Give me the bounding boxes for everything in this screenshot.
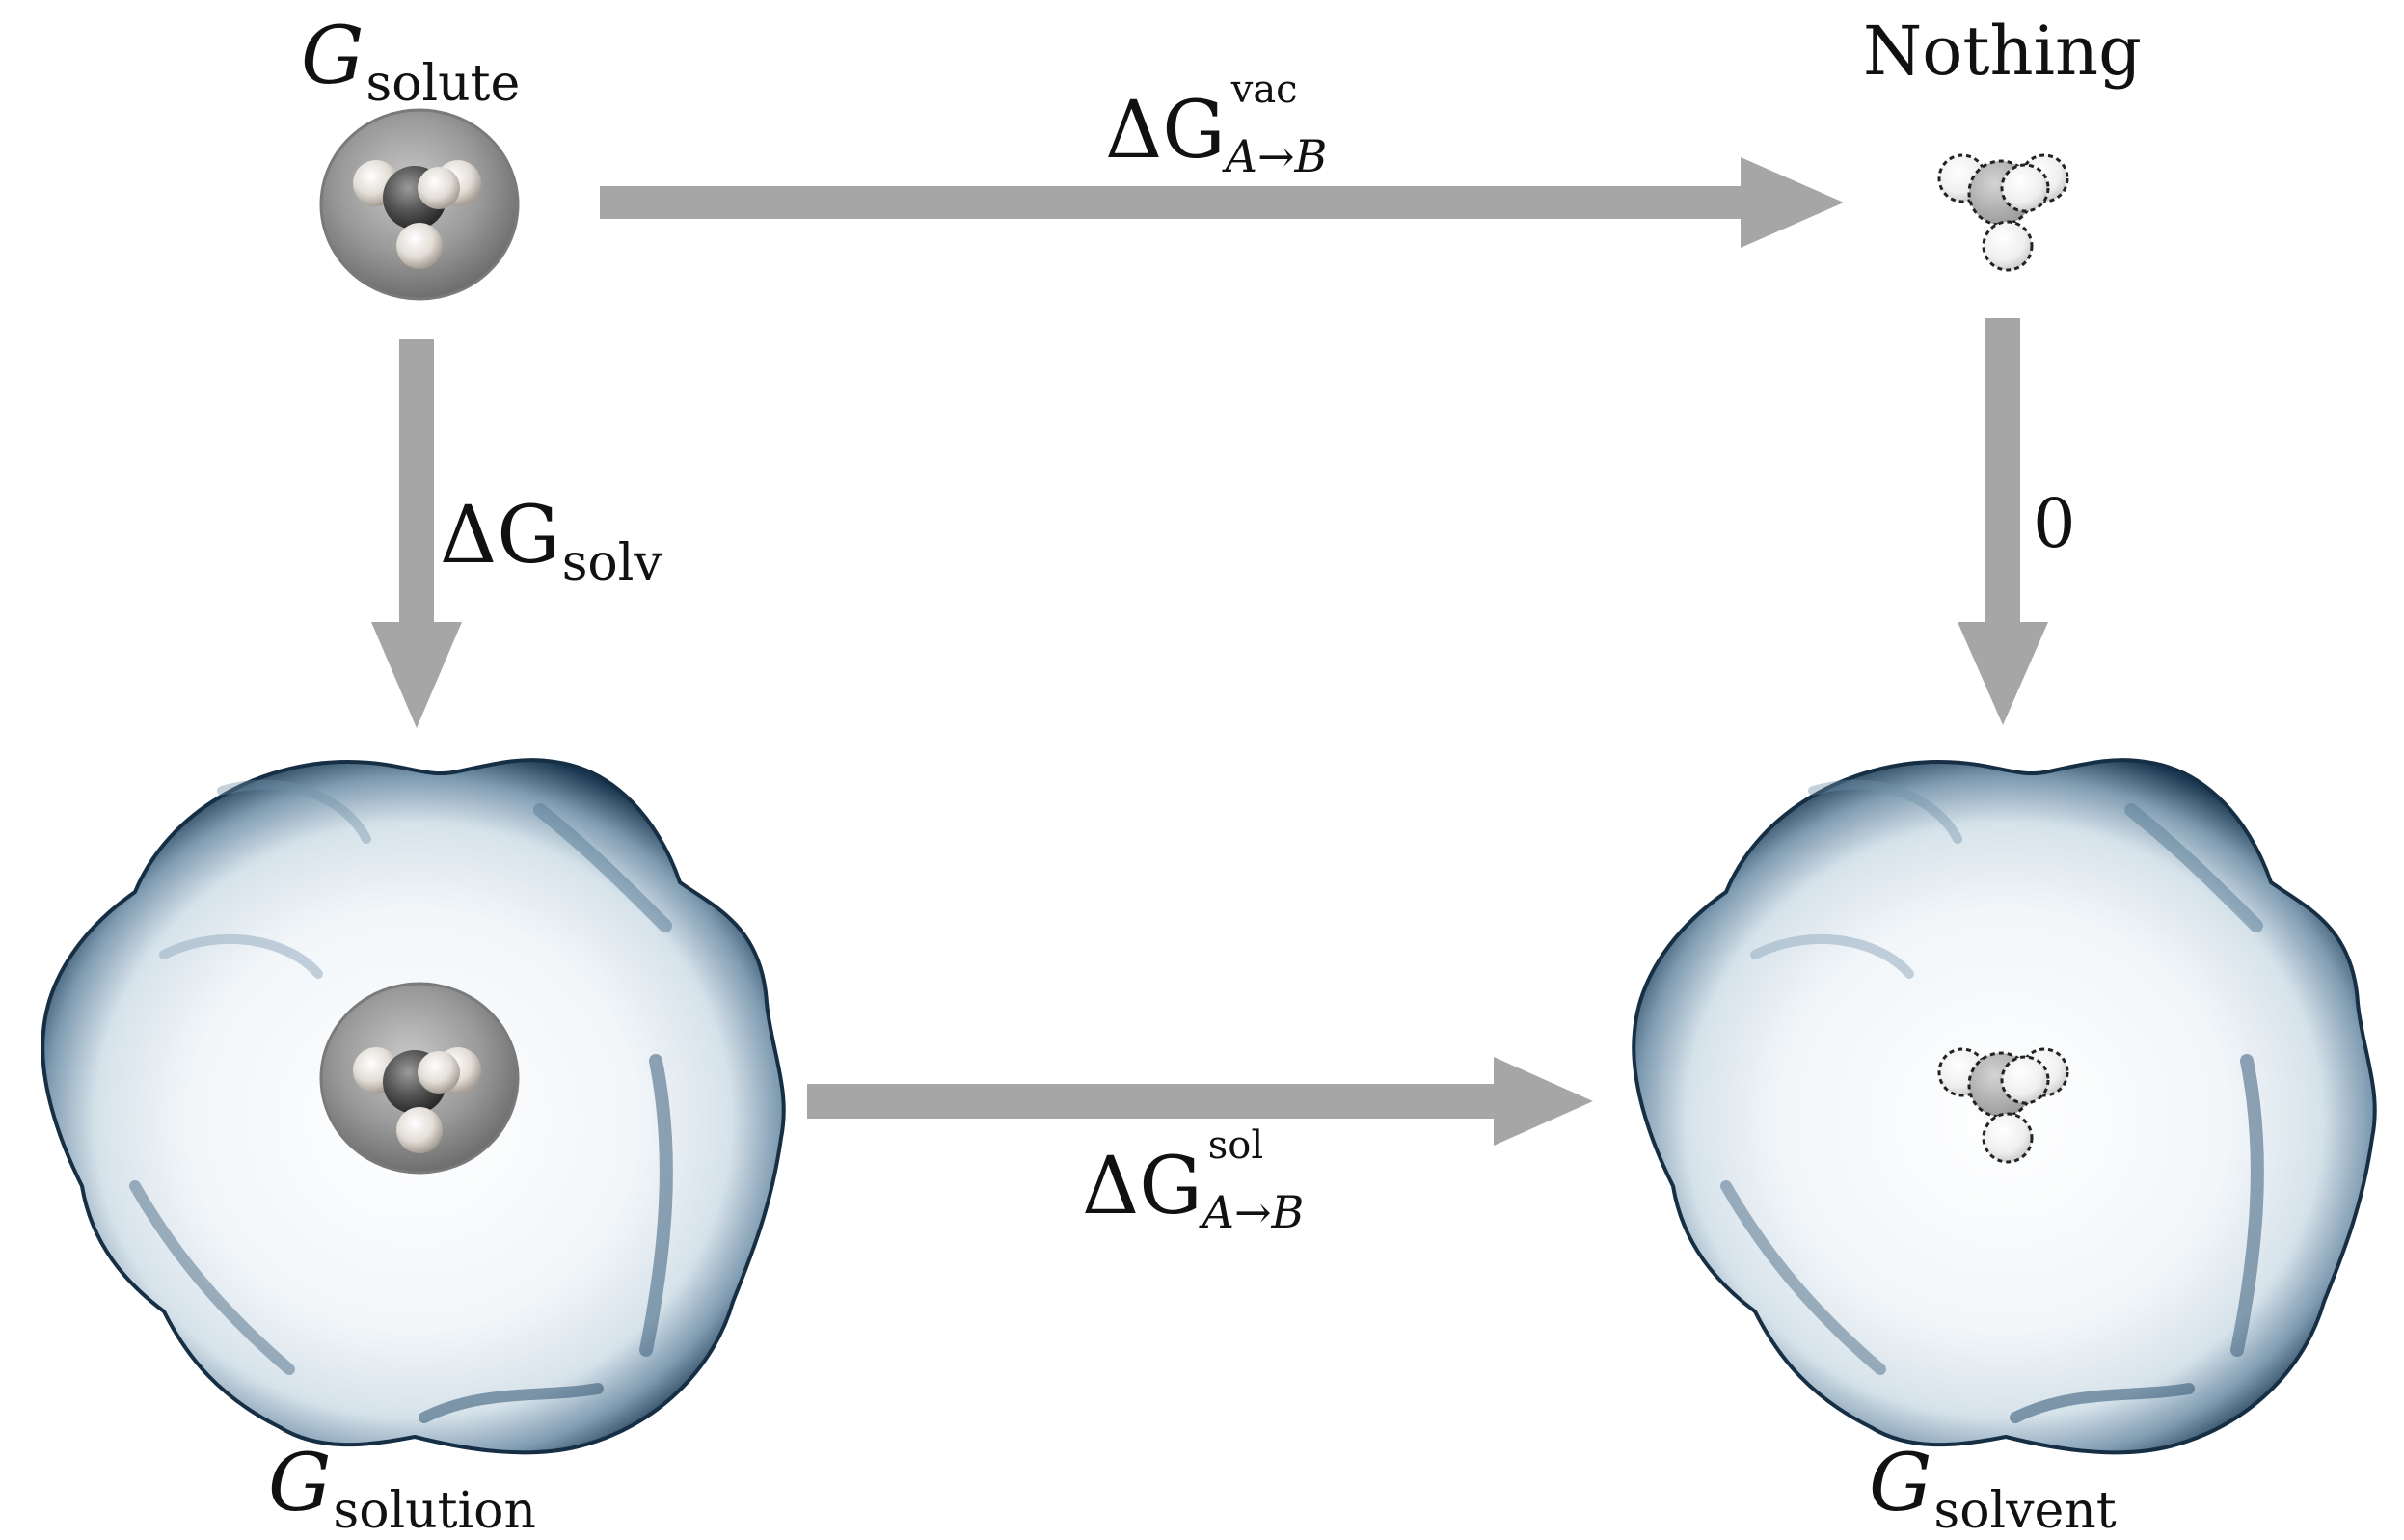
arrow-sol [807,1057,1593,1146]
g-solution-sub: solution [333,1482,536,1540]
arrow-solv [371,339,462,728]
label-zero: 0 [2033,484,2076,563]
solution-cavity [41,758,786,1455]
solv-delta: ΔG [440,490,560,581]
label-g-solvent: Gsolvent [1869,1445,2117,1537]
label-delta-g-solv: ΔGsolv [440,497,662,589]
g-solvent-symbol: G [1869,1438,1932,1529]
ghost-molecule-top [1937,153,2069,272]
g-solute-sub: solute [365,55,521,113]
sol-sub: A→B [1202,1186,1305,1238]
sol-delta: ΔG [1082,1141,1202,1232]
g-solution-symbol: G [268,1438,332,1529]
sol-sup: sol [1207,1123,1264,1168]
g-solvent-sub: solvent [1933,1482,2117,1540]
arrow-zero [1958,318,2048,725]
solvent-cavity [1632,758,2377,1455]
solute-molecule [319,108,520,301]
label-g-solution: Gsolution [268,1445,536,1537]
g-solute-symbol: G [301,11,365,102]
vac-sup: vac [1230,68,1298,112]
vac-delta: ΔG [1105,85,1226,176]
label-g-solute: Gsolute [301,17,520,110]
solv-sub: solv [561,534,662,592]
arrow-vac [600,157,1844,248]
label-nothing: Nothing [1863,12,2142,91]
vac-sub: A→B [1225,130,1328,182]
